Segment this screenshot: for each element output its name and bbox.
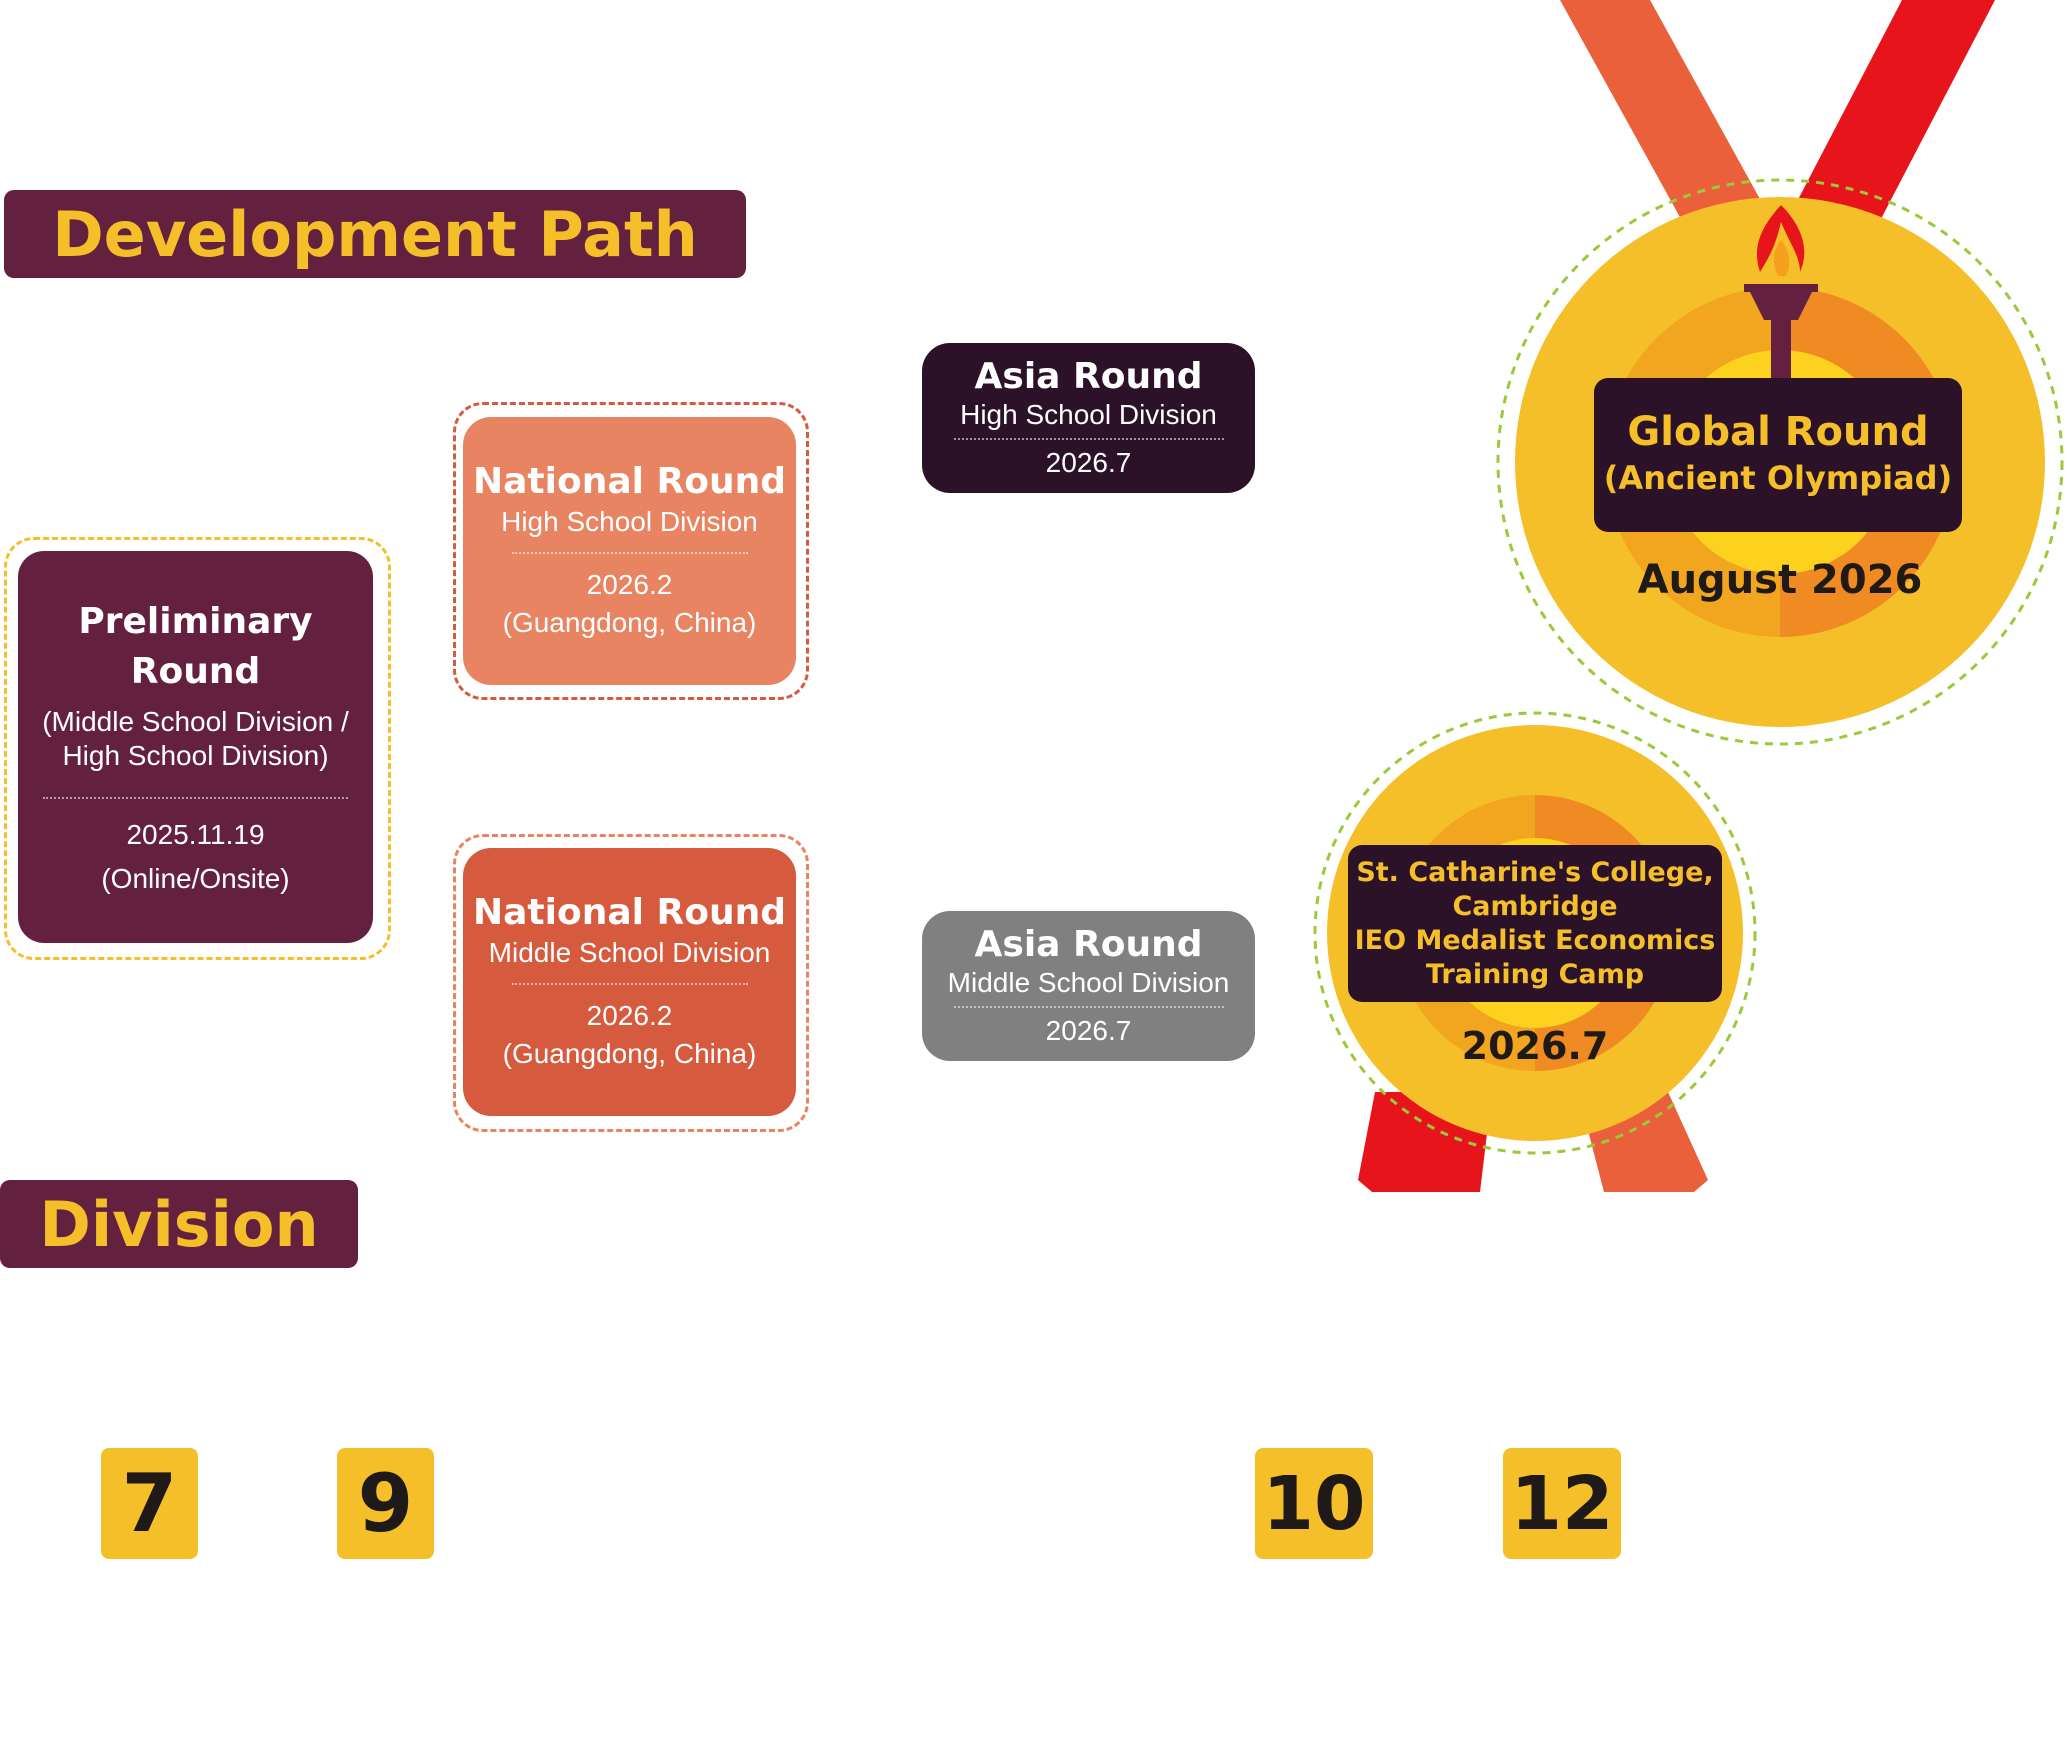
national-middle-division: Middle School Division — [488, 937, 771, 968]
division-label: Division — [39, 1187, 319, 1261]
preliminary-divider — [43, 797, 348, 799]
grade-9-box: 9 — [337, 1448, 434, 1559]
national-high-date: 2026.2 — [586, 569, 673, 600]
national-middle-date: 2026.2 — [586, 1000, 673, 1031]
asia-middle-division: Middle School Division — [947, 967, 1230, 998]
torch-icon — [1744, 205, 1818, 380]
asia-round-middle-card: Asia Round Middle School Division 2026.7 — [922, 911, 1255, 1061]
global-medal-subtitle: (Ancient Olympiad) — [1603, 459, 1953, 497]
national-high-dashed-border — [453, 402, 809, 700]
asia-high-date: 2026.7 — [1045, 447, 1132, 478]
grade-12-label: 12 — [1510, 1460, 1614, 1547]
national-middle-divider — [511, 983, 748, 985]
camp-medal-label-bg — [1348, 845, 1722, 1002]
asia-high-divider — [953, 438, 1224, 440]
national-high-divider — [511, 552, 748, 554]
national-round-high-card: National Round High School Division 2026… — [463, 417, 796, 685]
preliminary-date: 2025.11.19 — [126, 819, 265, 850]
camp-medal-line3: IEO Medalist Economics — [1354, 925, 1716, 956]
grade-7-label: 7 — [121, 1457, 178, 1550]
preliminary-dashed-border — [4, 537, 391, 960]
asia-high-division: High School Division — [960, 399, 1217, 430]
asia-middle-divider — [953, 1006, 1224, 1008]
camp-medal-line1: St. Catharine's College, — [1356, 857, 1714, 888]
preliminary-round-card: Preliminary Round (Middle School Divisio… — [18, 551, 373, 943]
global-medal-title: Global Round — [1627, 409, 1929, 455]
preliminary-title: Preliminary Round — [78, 601, 313, 692]
national-middle-dashed-border — [453, 834, 809, 1132]
grade-7-box: 7 — [101, 1448, 198, 1559]
preliminary-mode: (Online/Onsite) — [101, 863, 290, 894]
asia-middle-title: Asia Round — [974, 924, 1203, 965]
camp-medal-line4: Training Camp — [1425, 959, 1645, 990]
asia-round-high-card: Asia Round High School Division 2026.7 — [922, 343, 1255, 493]
grade-12-box: 12 — [1503, 1448, 1621, 1559]
national-middle-location: (Guangdong, China) — [502, 1038, 757, 1069]
national-middle-title: National Round — [473, 892, 786, 933]
global-medal-date: August 2026 — [1637, 557, 1923, 603]
grade-10-box: 10 — [1255, 1448, 1373, 1559]
grade-9-label: 9 — [357, 1457, 414, 1550]
national-high-title: National Round — [473, 461, 786, 502]
global-medal-text: Global Round (Ancient Olympiad) — [1594, 408, 1962, 500]
development-path-heading: Development Path — [4, 190, 746, 278]
asia-high-title: Asia Round — [974, 356, 1203, 397]
national-round-middle-card: National Round Middle School Division 20… — [463, 848, 796, 1116]
camp-medal-text: St. Catharine's College, Cambridge IEO M… — [1348, 856, 1722, 992]
development-path-label: Development Path — [52, 197, 698, 271]
national-high-location: (Guangdong, China) — [502, 607, 757, 638]
national-high-division: High School Division — [501, 506, 758, 537]
camp-medal-line2: Cambridge — [1452, 891, 1618, 922]
preliminary-division: (Middle School Division / High School Di… — [42, 706, 349, 771]
camp-medal-date: 2026.7 — [1461, 1024, 1609, 1068]
asia-middle-date: 2026.7 — [1045, 1015, 1132, 1046]
division-heading: Division — [0, 1180, 358, 1268]
global-medal-label-bg — [1594, 378, 1962, 532]
grade-10-label: 10 — [1262, 1460, 1366, 1547]
